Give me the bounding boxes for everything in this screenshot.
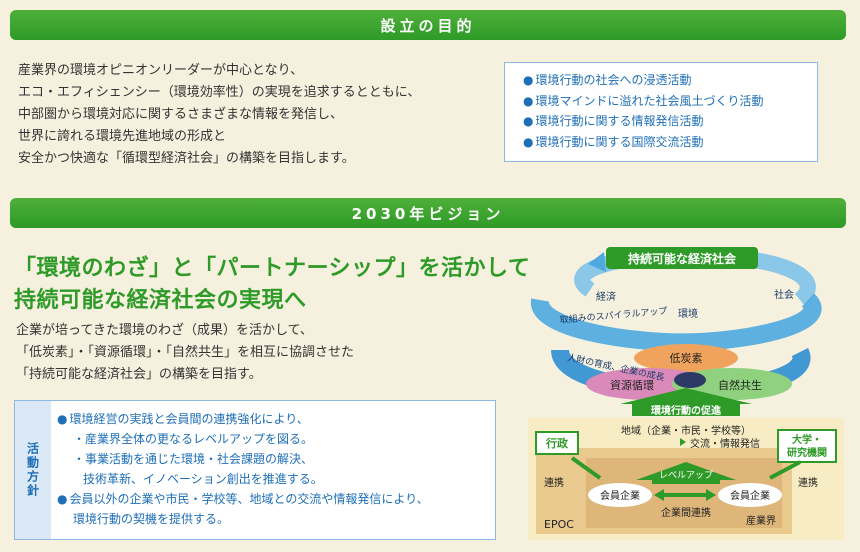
member-link-left-arrow-icon xyxy=(654,489,664,501)
univ-box xyxy=(777,429,837,463)
policy-label: 活動方針 xyxy=(25,442,40,498)
center-overlap xyxy=(674,372,706,388)
spiral-band-mid xyxy=(531,293,822,352)
univ-label-1: 大学・ xyxy=(792,433,822,446)
activities-box: 環境行動の社会への浸透活動 環境マインドに溢れた社会風土づくり活動 環境行動に関… xyxy=(504,62,818,162)
section-vision-banner: 2030年ビジョン xyxy=(10,198,846,228)
policy-line: ・産業界全体の更なるレベルアップを図る。 xyxy=(73,432,314,446)
section-purpose-banner: 設立の目的 xyxy=(10,10,846,40)
low-carbon-label: 低炭素 xyxy=(670,352,703,365)
purpose-line: 世界に誇れる環境先進地域の形成と xyxy=(18,129,227,144)
nature-label: 自然共生 xyxy=(718,378,762,392)
top-label: 持続可能な経済社会 xyxy=(628,251,737,266)
promotion-label: 環境行動の促進 xyxy=(651,404,722,417)
kankyo-label: 環境 xyxy=(678,307,698,320)
policy-line: 技術革新、イノベーション創出を推進する。 xyxy=(83,472,323,486)
industry-label: 産業界 xyxy=(746,514,776,527)
renkei-left-label: 連携 xyxy=(544,476,564,489)
spiral-label: 取組みのスパイラルアップ xyxy=(559,305,668,326)
activity-item: 環境行動に関する国際交流活動 xyxy=(523,132,817,153)
univ-label-2: 研究機関 xyxy=(787,446,827,459)
low-carbon-ellipse xyxy=(634,344,738,372)
gyosei-box xyxy=(535,431,579,455)
link-arrow-right-icon xyxy=(769,460,801,480)
vision-headline-1: 「環境のわざ」と「パートナーシップ」を活かして xyxy=(14,256,531,281)
vision-line: 「持続可能な経済社会」の構築を目指す。 xyxy=(16,367,262,382)
activity-item: 環境マインドに溢れた社会風土づくり活動 xyxy=(523,91,817,112)
vision-body: 企業が培ってきた環境のわざ（成果）を活かして、 「低炭素」・「資源循環」・「自然… xyxy=(16,320,354,386)
member-oval-left xyxy=(588,483,652,507)
policy-line: 環境経営の実践と会員間の連携強化により、 xyxy=(57,409,429,429)
exchange-label: 交流・情報発信 xyxy=(690,437,760,450)
purpose-line: 安全かつ快適な「循環型経済社会」の構築を目指します。 xyxy=(18,151,355,166)
member-oval-right xyxy=(718,483,782,507)
activity-item: 環境行動の社会への浸透活動 xyxy=(523,70,817,91)
purpose-line: エコ・エフィシェンシー（環境効率性）の実現を追求するとともに、 xyxy=(18,85,421,100)
purpose-line: 中部圏から環境対応に関するさまざまな情報を発信し、 xyxy=(18,107,344,122)
policy-line: 環境行動の契機を提供する。 xyxy=(73,512,230,526)
vision-line: 企業が培ってきた環境のわざ（成果）を活かして、 xyxy=(16,323,313,338)
section-vision-title: 2030年ビジョン xyxy=(351,204,505,223)
policy-label-bar: 活動方針 xyxy=(15,401,51,539)
gyosei-label: 行政 xyxy=(545,436,569,450)
vision-headline-2: 持続可能な経済社会の実現へ xyxy=(14,288,307,313)
renkei-right-label: 連携 xyxy=(798,476,818,489)
levelup-label: レベルアップ xyxy=(659,470,713,481)
purpose-paragraph: 産業界の環境オピニオンリーダーが中心となり、 エコ・エフィシェンシー（環境効率性… xyxy=(18,60,420,170)
resource-label: 資源循環 xyxy=(610,378,654,392)
shakai-label: 社会 xyxy=(774,288,794,301)
activity-item: 環境行動に関する情報発信活動 xyxy=(523,111,817,132)
member-right-label: 会員企業 xyxy=(730,489,770,502)
member-link-right-arrow-icon xyxy=(706,489,716,501)
levelup-arrow-icon xyxy=(636,462,736,484)
region-label: 地域（企業・市民・学校等） xyxy=(621,424,751,437)
policy-lines: 環境経営の実践と会員間の連携強化により、 ・産業界全体の更なるレベルアップを図る… xyxy=(57,409,429,529)
link-arrow-left-icon xyxy=(570,456,602,480)
vision-line: 「低炭素」・「資源循環」・「自然共生」を相互に協調させた xyxy=(16,345,355,360)
promotion-arrow-icon xyxy=(620,388,752,416)
section-purpose-title: 設立の目的 xyxy=(380,16,476,35)
policy-box: 活動方針 環境経営の実践と会員間の連携強化により、 ・産業界全体の更なるレベルア… xyxy=(14,400,496,540)
exchange-icon xyxy=(680,438,686,446)
policy-line: ・事業活動を通じた環境・社会課題の解決、 xyxy=(73,452,314,466)
purpose-line: 産業界の環境オピニオンリーダーが中心となり、 xyxy=(18,63,304,78)
keizai-label: 経済 xyxy=(596,290,616,303)
member-link-label: 企業間連携 xyxy=(661,506,711,519)
member-left-label: 会員企業 xyxy=(600,489,640,502)
epoc-label: EPOC xyxy=(544,518,574,531)
policy-line: 会員以外の企業や市民・学校等、地域との交流や情報発信により、 xyxy=(57,489,428,509)
spiral-arrow-icon xyxy=(588,252,606,272)
top-label-box xyxy=(606,247,758,269)
